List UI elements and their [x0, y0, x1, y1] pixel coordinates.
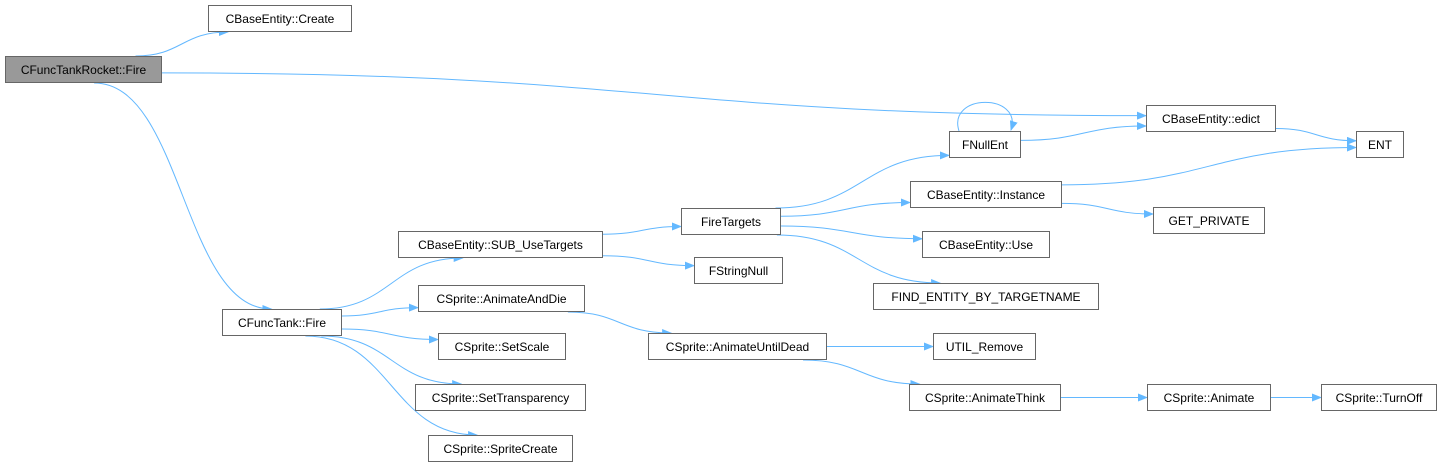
- node-settransparency[interactable]: CSprite::SetTransparency: [415, 384, 586, 411]
- node-label: GET_PRIVATE: [1168, 213, 1250, 228]
- edge-firetargets-to-use: [780, 225, 923, 243]
- edge-sub-usetargets-to-firetargets: [602, 222, 682, 235]
- node-turnoff[interactable]: CSprite::TurnOff: [1321, 384, 1437, 411]
- node-animateuntildead[interactable]: CSprite::AnimateUntilDead: [648, 333, 827, 360]
- node-fstringnull[interactable]: FStringNull: [694, 257, 783, 284]
- node-create[interactable]: CBaseEntity::Create: [208, 5, 352, 32]
- node-label: FNullEnt: [961, 137, 1008, 152]
- node-get-private[interactable]: GET_PRIVATE: [1153, 207, 1265, 234]
- node-tankrocket-fire[interactable]: CFuncTankRocket::Fire: [5, 56, 162, 83]
- edge-firetargets-to-instance: [780, 198, 911, 217]
- edge-instance-to-ent: [1061, 143, 1357, 186]
- edge-firetargets-to-fnullent: [775, 151, 950, 209]
- edge-tankrocket-fire-to-edict: [161, 72, 1147, 120]
- node-label: CBaseEntity::Create: [225, 11, 335, 26]
- node-functank-fire[interactable]: CFuncTank::Fire: [222, 309, 342, 336]
- node-label: CSprite::AnimateAndDie: [436, 291, 567, 306]
- node-instance[interactable]: CBaseEntity::Instance: [910, 181, 1062, 208]
- node-firetargets[interactable]: FireTargets: [681, 208, 781, 235]
- edge-tankrocket-fire-to-functank-fire: [94, 82, 273, 313]
- node-edict[interactable]: CBaseEntity::edict: [1146, 105, 1276, 132]
- node-label: CSprite::Animate: [1163, 390, 1255, 405]
- node-use[interactable]: CBaseEntity::Use: [922, 231, 1050, 258]
- node-fnullent[interactable]: FNullEnt: [949, 131, 1021, 158]
- edge-firetargets-to-find-entity: [776, 234, 942, 287]
- edge-instance-to-get-private: [1061, 202, 1154, 218]
- node-label: CBaseEntity::Instance: [926, 187, 1046, 202]
- edge-functank-fire-to-animateanddie: [341, 303, 419, 317]
- edge-tankrocket-fire-to-create: [135, 28, 229, 57]
- node-label: CFuncTankRocket::Fire: [20, 62, 147, 77]
- node-label: CSprite::AnimateUntilDead: [665, 339, 810, 354]
- edge-functank-fire-to-spritecreate: [305, 335, 479, 439]
- node-label: CFuncTank::Fire: [237, 315, 327, 330]
- node-label: CBaseEntity::SUB_UseTargets: [418, 237, 583, 252]
- node-animatethink[interactable]: CSprite::AnimateThink: [909, 384, 1061, 411]
- node-find-entity[interactable]: FIND_ENTITY_BY_TARGETNAME: [873, 283, 1099, 310]
- node-label: CBaseEntity::Use: [938, 237, 1034, 252]
- node-label: UTIL_Remove: [945, 339, 1024, 354]
- node-sub-usetargets[interactable]: CBaseEntity::SUB_UseTargets: [398, 231, 603, 258]
- node-util-remove[interactable]: UTIL_Remove: [933, 333, 1036, 360]
- node-label: CSprite::SetScale: [454, 339, 550, 354]
- node-label: CSprite::TurnOff: [1335, 390, 1423, 405]
- node-label: FireTargets: [700, 214, 762, 229]
- node-setscale[interactable]: CSprite::SetScale: [438, 333, 566, 360]
- edge-sub-usetargets-to-fstringnull: [602, 255, 695, 270]
- node-label: FStringNull: [708, 263, 769, 278]
- edge-fnullent-to-fnullent: [957, 102, 1018, 132]
- node-label: CSprite::SetTransparency: [431, 390, 570, 405]
- node-animate[interactable]: CSprite::Animate: [1147, 384, 1271, 411]
- node-label: FIND_ENTITY_BY_TARGETNAME: [891, 289, 1081, 304]
- edge-functank-fire-to-settransparency: [321, 335, 463, 388]
- edge-functank-fire-to-setscale: [341, 328, 439, 344]
- node-animateanddie[interactable]: CSprite::AnimateAndDie: [418, 285, 585, 312]
- edge-functank-fire-to-sub-usetargets: [319, 254, 464, 310]
- edge-fnullent-to-edict: [1020, 121, 1147, 141]
- node-ent[interactable]: ENT: [1356, 131, 1404, 158]
- edge-animateuntildead-to-animatethink: [803, 359, 921, 388]
- node-label: ENT: [1368, 137, 1392, 152]
- node-label: CBaseEntity::edict: [1161, 111, 1261, 126]
- node-label: CSprite::AnimateThink: [924, 390, 1046, 405]
- node-spritecreate[interactable]: CSprite::SpriteCreate: [428, 435, 573, 462]
- node-label: CSprite::SpriteCreate: [443, 441, 558, 456]
- edge-animateanddie-to-animateuntildead: [567, 311, 673, 337]
- edge-edict-to-ent: [1275, 128, 1357, 145]
